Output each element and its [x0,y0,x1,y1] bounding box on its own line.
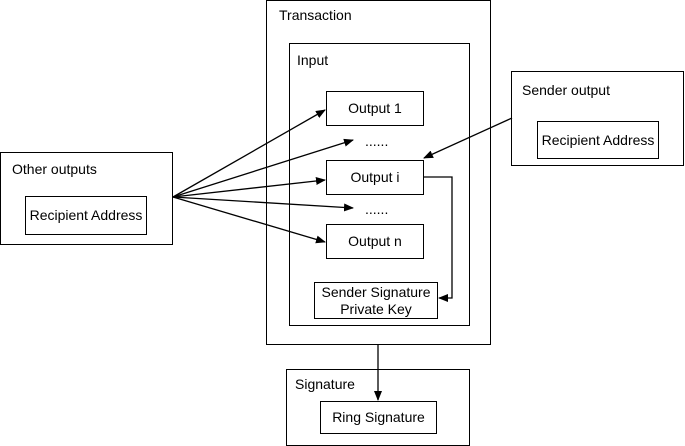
output-1-node: Output 1 [326,91,424,126]
output-n-node: Output n [326,224,424,259]
output-i-node: Output i [326,160,424,195]
sender-signature-label: Sender Signature [321,283,431,300]
private-key-label: Private Key [340,300,412,317]
ellipsis-1: ...... [365,133,389,149]
input-title: Input [297,52,329,68]
ring-signature-label: Ring Signature [332,409,425,425]
ring-signature-node: Ring Signature [320,401,437,434]
signature-title: Signature [295,376,355,392]
output-i-label: Output i [350,169,400,185]
other-outputs-recipient-label: Recipient Address [29,207,143,223]
other-outputs-recipient-address: Recipient Address [25,196,147,235]
sender-output-title: Sender output [522,82,610,98]
transaction-title: Transaction [279,7,352,23]
sender-output-recipient-label: Recipient Address [541,131,655,148]
ellipsis-2: ...... [365,201,389,217]
sender-output-recipient-address: Recipient Address [537,121,659,159]
output-1-label: Output 1 [348,100,402,116]
sender-signature-node: Sender Signature Private Key [314,282,438,319]
output-n-label: Output n [348,233,402,249]
other-outputs-title: Other outputs [12,161,97,177]
